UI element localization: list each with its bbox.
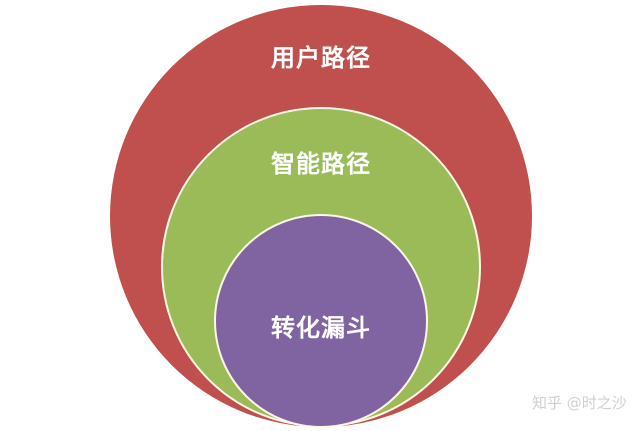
conversion-funnel-label: 转化漏斗 — [271, 314, 371, 342]
user-path-label: 用户路径 — [271, 44, 371, 72]
smart-path-label: 智能路径 — [271, 150, 371, 178]
watermark: 知乎 @时之沙 — [532, 394, 627, 412]
inner-circle-conversion-funnel — [214, 214, 428, 428]
